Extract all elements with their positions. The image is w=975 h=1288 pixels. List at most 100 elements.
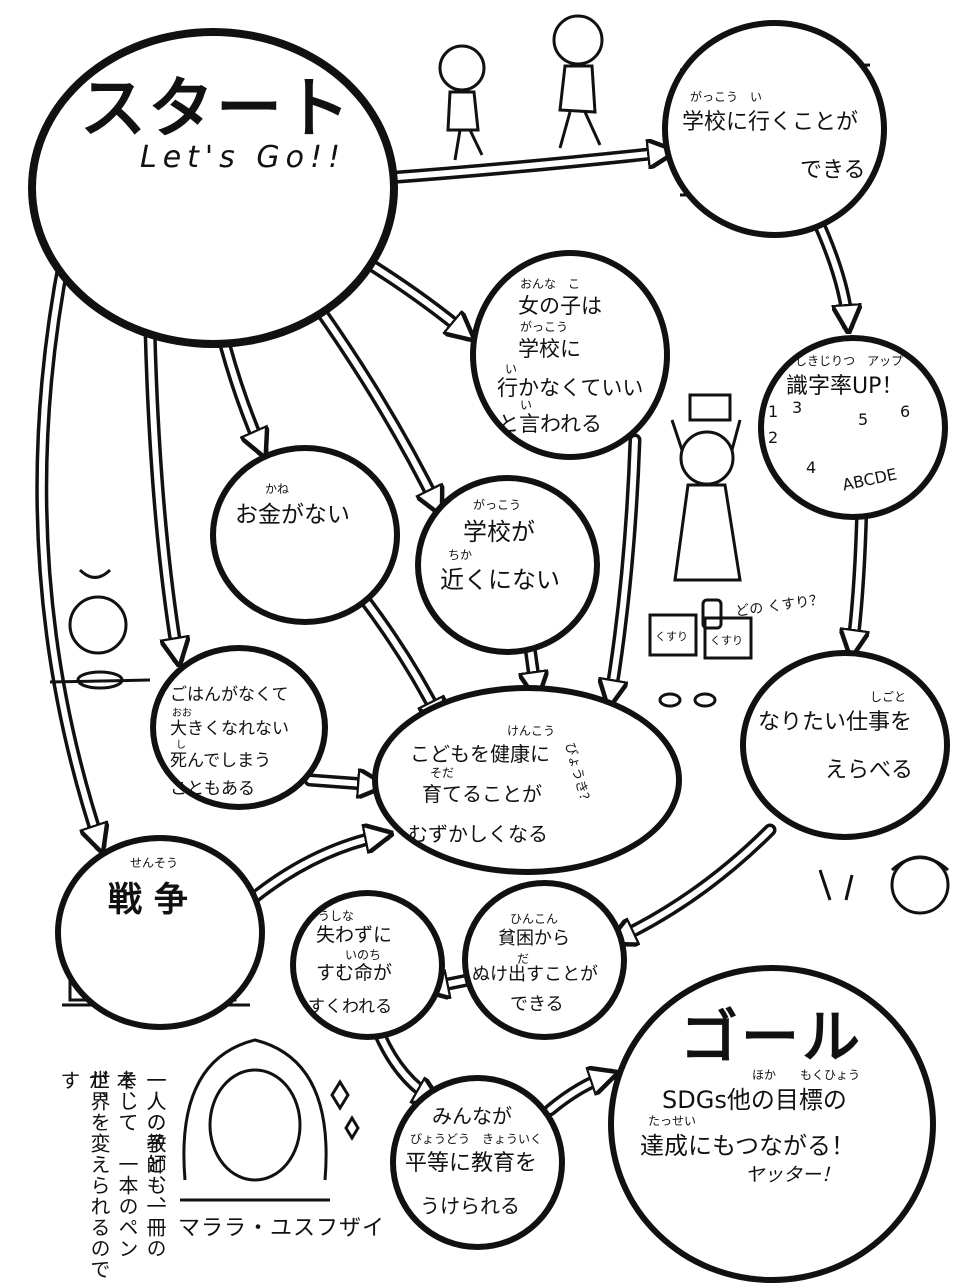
poverty-line1: 貧困から — [498, 928, 570, 949]
poverty-ruby2: だ — [517, 952, 530, 966]
arrow-food-health-inner — [307, 780, 378, 785]
health-line2: 育てることが — [422, 782, 542, 806]
goal-line1: SDGs他の目標の — [662, 1086, 847, 1114]
life-line3: すくわれる — [308, 997, 393, 1017]
literacy-num-3: 3 — [792, 398, 803, 417]
arrow-start-war-inner — [38, 252, 100, 845]
food-line4: こともある — [170, 779, 255, 799]
arrow-start-near-inner — [317, 307, 438, 508]
health-line3: むずかしくなる — [408, 822, 548, 846]
arrow-school-literacy-inner — [812, 212, 848, 325]
medicine-tag2: くすり — [710, 634, 743, 647]
literacy-num-6: 6 — [900, 402, 911, 421]
health-ruby1: けんこう — [507, 724, 556, 738]
girls-line3: 行かなくていい — [497, 376, 644, 400]
goal-cheer: ヤッター！ — [745, 1164, 841, 1186]
node-literacy — [758, 335, 948, 520]
medicine-tag1: くすり — [655, 630, 688, 643]
arrow-equal-goal-inner — [547, 1075, 610, 1113]
arrow-near-health-inner — [530, 645, 536, 692]
job-ruby: しごと — [870, 690, 907, 704]
poverty-line2: ぬけ出すことが — [472, 964, 598, 985]
girl-carrying-water-illustration — [670, 393, 742, 582]
girls-ruby3: い — [505, 362, 518, 376]
equal-line1: みんなが — [432, 1104, 512, 1128]
arrow-start-food-inner — [147, 327, 178, 658]
goal-ruby2: たっせい — [648, 1114, 697, 1128]
children-walking-illustration — [438, 14, 604, 161]
girls-ruby2: がっこう — [520, 320, 569, 334]
arrow-girls-health-inner — [610, 437, 638, 700]
life-line1: 失わずに — [316, 924, 393, 946]
node-job — [740, 650, 950, 840]
node-war — [55, 835, 265, 1030]
food-line1: ごはんがなくて — [170, 685, 289, 705]
near-ruby2: ちか — [448, 548, 473, 562]
health-line1: こどもを健康に — [410, 742, 550, 766]
poverty-ruby1: ひんこん — [510, 912, 559, 926]
food-ruby3: し — [176, 740, 186, 751]
poverty-line3: できる — [510, 994, 564, 1015]
life-ruby2: いのち — [345, 948, 382, 962]
literacy-num-4: 4 — [806, 458, 817, 477]
node-money — [210, 445, 400, 625]
food-ruby2: おお — [172, 708, 192, 719]
job-line1: なりたい仕事を — [758, 710, 913, 735]
sparkle-decoration — [330, 1079, 360, 1141]
quote-col4: 世界を変えられるのです — [57, 1070, 111, 1280]
equal-line3: うけられる — [420, 1194, 520, 1218]
arrow-start-girls-inner — [357, 255, 468, 335]
quote-col1: 一人の子ども、 — [143, 1070, 167, 1217]
node-equal — [390, 1075, 565, 1250]
goal-ruby: ほか もくひょう — [752, 1068, 861, 1082]
start-title: スタート — [80, 70, 352, 147]
start-subtitle: Let's Go!! — [140, 140, 347, 175]
malala-portrait-illustration — [180, 1038, 330, 1202]
literacy-num-1: 1 — [768, 402, 779, 421]
arrow-literacy-job-inner — [852, 497, 862, 650]
arrow-job-poverty — [608, 823, 777, 947]
construction-worker-illustration — [818, 855, 950, 915]
food-line2: 大きくなれない — [170, 719, 289, 739]
girls-ruby1: おんな こ — [520, 277, 581, 291]
arrow-war-health-inner — [242, 835, 385, 908]
job-line2: えらべる — [825, 758, 914, 783]
health-ruby2: そだ — [430, 766, 455, 780]
hungry-child-illustration — [49, 568, 151, 690]
medicine-illustration — [648, 598, 753, 708]
arrow-start-money-inner — [222, 342, 262, 450]
school-line1: 学校に行くことが — [682, 110, 859, 135]
node-school — [662, 20, 887, 238]
school-ruby: がっこう い — [690, 90, 763, 104]
literacy-num-2: 2 — [768, 428, 779, 447]
girls-line4: と言われる — [498, 412, 602, 436]
node-food — [150, 645, 328, 810]
literacy-ruby: しきじりつ アップ — [795, 354, 904, 368]
near-line2: 近くにない — [440, 566, 560, 594]
near-line1: 学校が — [463, 518, 535, 546]
war-ruby: せんそう — [130, 856, 179, 870]
money-line1: お金がない — [235, 502, 350, 528]
girls-ruby4: い — [520, 398, 533, 412]
node-girls — [470, 250, 670, 460]
school-line2: できる — [800, 158, 866, 183]
literacy-line1: 識字率UP！ — [786, 374, 904, 399]
equal-line2: 平等に教育を — [405, 1151, 538, 1176]
node-near — [415, 475, 600, 655]
arrow-start-school-inner — [382, 152, 668, 181]
life-line2: すむ命が — [316, 962, 393, 984]
goal-line2: 達成にもつながる！ — [640, 1132, 856, 1160]
node-poverty — [462, 880, 627, 1040]
quote-col3: そして 一本のペンが、 — [85, 1070, 139, 1259]
equal-ruby: びょうどう きょういく — [410, 1132, 543, 1146]
money-ruby: かね — [265, 482, 290, 496]
girls-line1: 女の子は — [518, 294, 602, 318]
goal-title: ゴール — [680, 1003, 864, 1071]
food-line3: 死んでしまう — [170, 751, 272, 771]
node-health — [372, 685, 682, 875]
girls-line2: 学校に — [518, 337, 581, 361]
life-ruby1: うしな — [318, 909, 355, 923]
node-goal — [608, 965, 936, 1283]
node-life — [290, 890, 445, 1040]
near-ruby1: がっこう — [473, 498, 522, 512]
